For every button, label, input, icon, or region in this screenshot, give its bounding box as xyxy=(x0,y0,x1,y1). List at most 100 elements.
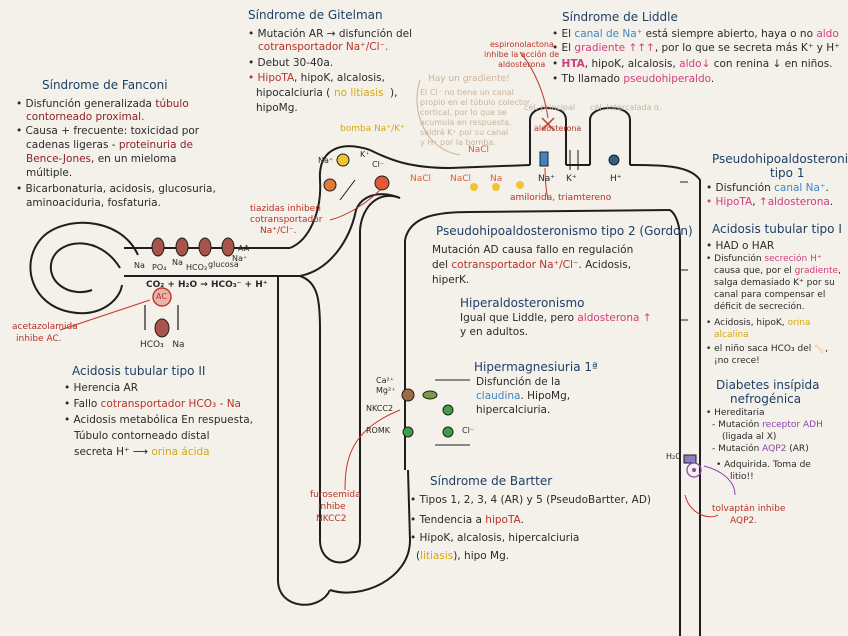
diabetes-l5: • Adquirida. Toma de xyxy=(716,460,811,470)
na-tube-label: Na xyxy=(490,174,503,184)
prox-po4-label: PO₄ xyxy=(152,263,167,272)
tiazidas-l2: cotransportador xyxy=(250,215,323,225)
gitelman-hipomg: hipoMg. xyxy=(256,102,298,114)
gradient-note-l5: acumula en respuesta, xyxy=(420,118,512,127)
liddle-title: Síndrome de Liddle xyxy=(562,10,678,24)
att1-l3: causa que, por el gradiente, xyxy=(714,266,841,276)
h-plus-label: H⁺ xyxy=(610,174,622,184)
gradient-note-l3: propio en el túbulo colector xyxy=(420,98,531,107)
diabetes-title2: nefrogénica xyxy=(730,392,802,406)
diabetes-l3: (ligada al X) xyxy=(722,432,777,442)
gitelman-line4c: ), xyxy=(390,87,398,99)
hco3-na-label: HCO₃ Na xyxy=(140,340,185,350)
att1-l4: salga demasiado K⁺ por su xyxy=(714,278,835,288)
espironolactona-l3: aldosterona xyxy=(498,60,546,69)
ac-label: AC xyxy=(156,292,167,301)
gitelman-line4a: hipocalciuria ( xyxy=(256,87,331,99)
tolvaptan-l1: tolvaptán inhibe xyxy=(712,504,786,514)
fanconi-l6: múltiple. xyxy=(26,167,73,179)
mg-label: Mg²⁺ xyxy=(376,386,396,395)
fanconi-l4: cadenas ligeras - proteinuria de xyxy=(26,139,193,151)
hipermg-title: Hipermagnesiuria 1ª xyxy=(474,360,598,374)
prox-aa-label: AA xyxy=(238,244,250,253)
gradient-note-title: Hay un gradiente! xyxy=(428,74,510,84)
tolvaptan-l2: AQP2. xyxy=(730,516,758,526)
gitelman-debut: • Debut 30-40a. xyxy=(248,57,334,69)
att2-l4: Túbulo contorneado distal xyxy=(74,430,210,442)
fanconi-l2: contorneado proximal. xyxy=(26,111,145,123)
prox-hco3-label: HCO₃ xyxy=(186,263,208,272)
fanconi-l8: aminoaciduria, fosfaturia. xyxy=(26,197,161,209)
gitelman-title: Síndrome de Gitelman xyxy=(248,8,383,22)
gradient-note-l2: El Cl⁻ no tiene un canal xyxy=(420,88,514,97)
pha1-l1: • Disfunción canal Na⁺. xyxy=(706,182,829,194)
co2-equation: CO₂ + H₂O → HCO₃⁻ + H⁺ xyxy=(146,280,268,290)
espironolactona-l2: inhibe la acción de xyxy=(484,50,560,59)
att2-l1: • Herencia AR xyxy=(64,382,139,394)
liddle-l1: • El canal de Na⁺ está siempre abierto, … xyxy=(552,28,839,40)
fanconi-l3: • Causa + frecuente: toxicidad por xyxy=(16,125,200,137)
gitelman-cotransportador: cotransportador Na⁺/Cl⁻. xyxy=(258,41,389,53)
fanconi-l1: • Disfunción generalizada túbulo xyxy=(16,98,189,110)
att1-l1: • HAD o HAR xyxy=(706,240,775,252)
hiperaldo-title: Hiperaldosteronismo xyxy=(460,296,585,310)
tiazidas-l1: tiazidas inhiben xyxy=(250,204,321,214)
bartter-title: Síndrome de Bartter xyxy=(430,474,553,488)
diabetes-l4: - Mutación AQP2 (AR) xyxy=(712,444,809,454)
prox-na2-label: Na xyxy=(172,258,183,267)
fanconi-l5: Bence-Jones, en un mieloma xyxy=(26,153,177,165)
att2-l3: • Acidosis metabólica En respuesta, xyxy=(64,414,253,426)
hipermg-l3: hipercalciuria. xyxy=(476,404,551,416)
bartter-l1: • Tipos 1, 2, 3, 4 (AR) y 5 (PseudoBartt… xyxy=(410,494,652,506)
cel-intercalada-label: cél. intercalada α. xyxy=(590,103,662,112)
amilorida-label: amilorida, triamtereno xyxy=(510,193,612,203)
att1-l10: ¡no crece! xyxy=(714,356,760,366)
acetazolamida-l2: inhibe AC. xyxy=(16,334,62,344)
att1-l6: déficit de secreción. xyxy=(714,302,805,312)
bowman-inner xyxy=(49,242,121,293)
nacl-label-1: NaCl xyxy=(410,174,432,184)
diabetes-l6: litio!! xyxy=(730,472,754,482)
liddle-l2: • El gradiente ↑↑↑, por lo que se secret… xyxy=(552,42,840,54)
cl-label: Cl⁻ xyxy=(462,426,475,435)
prox-na-label: Na xyxy=(134,261,145,270)
gradient-note-l4: cortical, por lo que se xyxy=(420,108,507,117)
att1-l2: • Disfunción secreción H⁺ xyxy=(706,254,822,264)
prox-glucosa-label: glucosa xyxy=(208,260,239,269)
att2-title: Acidosis tubular tipo II xyxy=(72,364,206,378)
liddle-l3: • HTA, hipoK, alcalosis, aldo↓ con renin… xyxy=(552,58,833,70)
acetazolamida-l1: acetazolamida xyxy=(12,322,78,332)
bomba-na-label: Na⁺ xyxy=(318,156,334,165)
gitelman-no-litiasis: no litiasis xyxy=(334,87,384,99)
nacl-label-2: NaCl xyxy=(450,174,472,184)
att2-l2: • Fallo cotransportador HCO₃ - Na xyxy=(64,398,241,410)
furosemida-l3: NKCC2 xyxy=(316,514,347,524)
h2o-label: H₂O xyxy=(666,452,682,461)
bartter-l2: • Tendencia a hipoTA. xyxy=(410,514,524,526)
hipermg-l2: claudina. HipoMg, xyxy=(476,390,571,402)
aldosterona-label: aldosterona xyxy=(534,124,582,133)
furosemida-l2: inhibe xyxy=(318,502,346,512)
espironolactona-label: espironolactona xyxy=(490,40,554,49)
pha2-title: Pseudohipoaldosteronismo tipo 2 (Gordon) xyxy=(436,224,693,238)
gitelman-line3b: , hipoK, alcalosis, xyxy=(294,72,385,84)
att1-title: Acidosis tubular tipo I xyxy=(712,222,842,236)
diabetes-title1: Diabetes insípida xyxy=(716,378,820,392)
liddle-l4: • Tb llamado pseudohiperaldo. xyxy=(552,73,715,85)
nkcc2-label: NKCC2 xyxy=(366,404,394,413)
tiazidas-l3: Na⁺/Cl⁻. xyxy=(260,226,297,236)
bomba-k-label: K⁺ xyxy=(360,150,370,159)
prox-na3-label: Na⁺ xyxy=(232,254,248,263)
pha2-l1: Mutación AD causa fallo en regulación xyxy=(432,244,634,256)
pha1-l2: • HipoTA, ↑aldosterona. xyxy=(706,196,834,208)
fanconi-title: Síndrome de Fanconi xyxy=(42,78,168,92)
cel-principal-label: cél. principal xyxy=(524,103,576,112)
nacl-label-3: NaCl xyxy=(468,145,490,155)
pha2-l3: hiperK. xyxy=(432,274,470,286)
gitelman-line1: • Mutación AR → disfunción del xyxy=(248,28,413,40)
hipermg-l1: Disfunción de la xyxy=(476,376,561,388)
furosemida-l1: furosemida xyxy=(310,490,361,500)
bomba-cl-label: Cl⁻ xyxy=(372,160,385,169)
bomba-label: bomba Na⁺/K⁺ xyxy=(340,124,405,134)
